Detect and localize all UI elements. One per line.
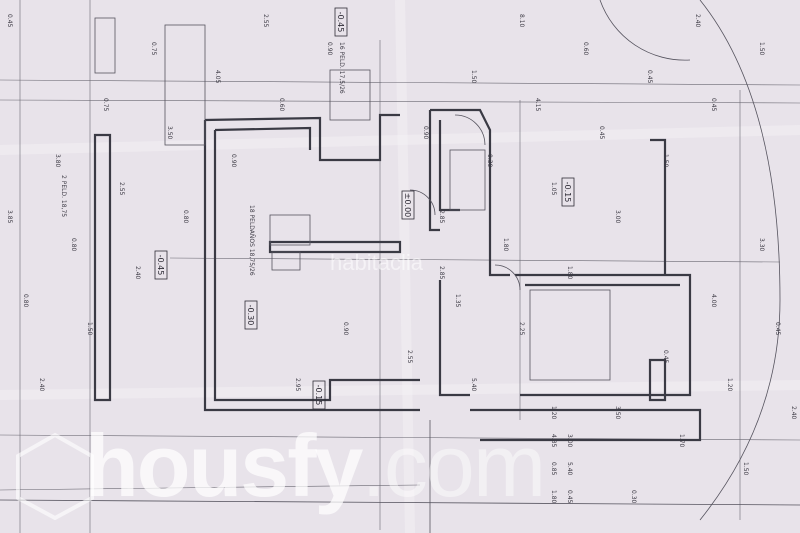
dimension-label: 0.80	[22, 294, 29, 308]
dimension-label: 0.75	[150, 42, 157, 56]
level-label: -0.45	[156, 255, 165, 276]
stair-notes: 18 PELDAÑOS 18,75/26 2 PELD. 18,75 16 PE…	[60, 42, 345, 276]
dimension-label: 0.45	[598, 126, 605, 140]
dimension-label: 0.45	[774, 322, 781, 336]
dimension-label: 0.45	[6, 14, 13, 28]
dimension-label: 3.80	[54, 154, 61, 168]
dimension-label: 0.45	[566, 490, 573, 504]
stair-note: 16 PELD. 17,5/26	[338, 42, 345, 94]
dimension-label: 0.45	[662, 350, 669, 364]
dimension-label: 2.55	[118, 182, 125, 196]
dimension-label: 2.85	[438, 266, 445, 280]
dimension-label: 2.40	[38, 378, 45, 392]
dimension-label: 0.60	[582, 42, 589, 56]
dimension-label: 3.50	[614, 406, 621, 420]
dimension-labels: 0.45 1.50 0.45 1.50 3.00 1.80 2.25 5.40 4.85 1.80…	[6, 14, 797, 504]
level-label: ±0.00	[403, 193, 412, 218]
level-label: -0.45	[336, 12, 345, 33]
dimension-label: 3.00	[566, 434, 573, 448]
dimension-label: 0.85	[550, 462, 557, 476]
dimension-label: 1.20	[550, 406, 557, 420]
dimension-label: 0.30	[486, 154, 493, 168]
dimension-label: 0.30	[630, 490, 637, 504]
dimension-label: 1.50	[758, 42, 765, 56]
dimension-label: 1.80	[550, 490, 557, 504]
dimension-label: 2.25	[518, 322, 525, 336]
level-label: -0.30	[246, 305, 255, 326]
dimension-label: 4.85	[550, 434, 557, 448]
dimension-label: 0.90	[230, 154, 237, 168]
dimension-label: 1.50	[86, 322, 93, 336]
dimension-label: 1.05	[550, 182, 557, 196]
dimension-label: 2.85	[438, 210, 445, 224]
dimension-label: 0.90	[326, 42, 333, 56]
dimension-label: 0.75	[102, 98, 109, 112]
habitaclia-watermark: habitaclia	[330, 250, 423, 275]
dimension-label: 1.50	[742, 462, 749, 476]
level-label: -0.15	[563, 182, 572, 203]
watermark-brand: housfy	[85, 416, 363, 515]
dimension-label: 4.00	[710, 294, 717, 308]
dimension-label: 0.80	[182, 210, 189, 224]
dimension-label: 3.30	[758, 238, 765, 252]
watermark-tld: .com	[361, 416, 546, 515]
dimension-label: 1.80	[502, 238, 509, 252]
dimension-label: 1.20	[726, 378, 733, 392]
dimension-label: 4.05	[214, 70, 221, 84]
dimension-label: 0.90	[342, 322, 349, 336]
dimension-label: 1.50	[662, 154, 669, 168]
dimension-label: 2.95	[294, 378, 301, 392]
dimension-label: 4.15	[534, 98, 541, 112]
dimension-label: 2.40	[790, 406, 797, 420]
dimension-label: 3.50	[166, 126, 173, 140]
housfy-logo-icon	[10, 430, 100, 521]
dimension-label: 1.50	[470, 70, 477, 84]
dimension-label: 3.85	[6, 210, 13, 224]
dimension-label: 0.80	[70, 238, 77, 252]
dimension-label: 0.45	[710, 98, 717, 112]
dimension-label: 1.80	[566, 266, 573, 280]
housfy-watermark: housfy.com	[85, 422, 546, 510]
dimension-label: 2.40	[694, 14, 701, 28]
dimension-label: 2.55	[262, 14, 269, 28]
stair-note: 2 PELD. 18,75	[60, 175, 67, 217]
dimension-label: 1.70	[678, 434, 685, 448]
dimension-label: 3.00	[614, 210, 621, 224]
dimension-label: 5.40	[566, 462, 573, 476]
dimension-label: 1.35	[454, 294, 461, 308]
stair-note: 18 PELDAÑOS 18,75/26	[248, 205, 255, 276]
dimension-label: 0.90	[422, 126, 429, 140]
dimension-label: 0.60	[278, 98, 285, 112]
level-markers: -0.45 ±0.00 -0.30 -0.45 -0.15 -0.15	[154, 7, 575, 410]
dimension-label: 8.10	[518, 14, 525, 28]
dimension-label: 2.40	[134, 266, 141, 280]
level-label: -0.15	[314, 385, 323, 406]
dimension-label: 0.45	[646, 70, 653, 84]
dimension-label: 2.55	[406, 350, 413, 364]
dimension-label: 5.40	[470, 378, 477, 392]
